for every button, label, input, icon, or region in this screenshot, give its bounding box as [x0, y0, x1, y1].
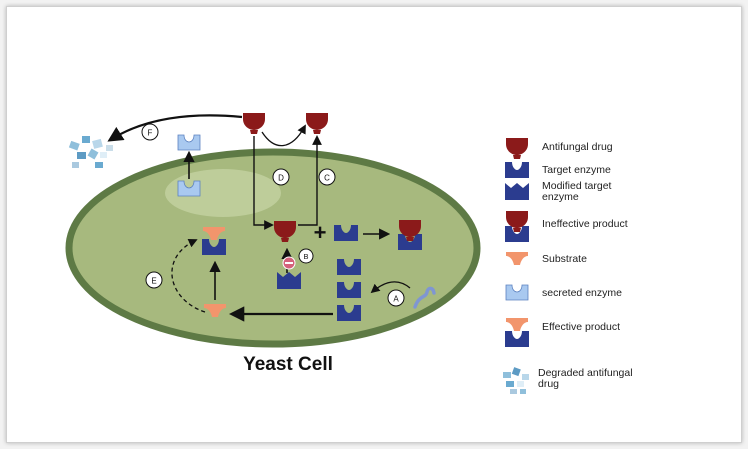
drug-entry-path	[253, 136, 274, 230]
legend-label: Substrate	[542, 253, 587, 265]
degraded-drug-cluster-icon	[68, 136, 113, 168]
target-enzyme-icon	[505, 162, 529, 178]
overexpression-arrow	[370, 281, 411, 294]
step-e-label: E	[151, 277, 156, 286]
step-a-circle	[387, 289, 405, 307]
drug-outside-left-icon	[243, 113, 265, 134]
legend-item-effective-product: Effective product	[505, 318, 620, 347]
legend-item-substrate: Substrate	[506, 252, 587, 265]
step-c-label: C	[324, 174, 330, 183]
drug-outside-right-icon	[306, 113, 328, 134]
legend-item-secreted-enzyme: secreted enzyme	[505, 284, 622, 301]
legend-label: Antifungal drug	[542, 141, 613, 153]
modified-target-enzyme-icon	[505, 183, 529, 200]
inhibition-icon	[282, 256, 296, 270]
cell-title: Yeast Cell	[243, 354, 333, 375]
step-d-label: D	[278, 174, 284, 183]
gene-strand-icon	[413, 286, 436, 309]
legend-item-target-enzyme: Target enzyme	[505, 162, 611, 178]
step-c-circle	[318, 168, 336, 186]
step-e-circle	[145, 271, 163, 289]
drug-efflux-path	[298, 135, 322, 226]
substrate-recycle-arrow	[171, 239, 206, 313]
step-b-label: B	[303, 252, 308, 261]
degraded-drug-icon	[503, 367, 529, 394]
secreted-enzyme-outside-icon	[177, 134, 201, 151]
ineffective-product-cell-icon	[398, 220, 422, 250]
plus-sign: +	[314, 220, 327, 245]
step-a-label: A	[393, 295, 399, 304]
step-b-circle	[298, 248, 314, 264]
drug-transfer-arrow	[261, 124, 306, 147]
secreted-enzyme-icon	[505, 284, 529, 301]
legend-item-ineffective-product: Ineffective product	[505, 211, 628, 242]
legend-label: Target enzyme	[542, 164, 611, 176]
step-f-circle	[141, 123, 159, 141]
effective-product-icon	[505, 318, 529, 347]
antifungal-drug-icon	[506, 138, 528, 159]
legend-label: Effective product	[542, 321, 620, 333]
legend-label: Ineffective product	[542, 218, 628, 230]
degradation-arrow	[107, 114, 243, 142]
legend-label: secreted enzyme	[542, 287, 622, 299]
legend: Antifungal drug Target enzyme Modified t…	[503, 138, 633, 394]
step-d-circle	[272, 168, 290, 186]
ineffective-product-icon	[505, 211, 529, 242]
legend-item-antifungal-drug: Antifungal drug	[506, 138, 613, 159]
step-f-label: F	[148, 129, 153, 138]
substrate-icon	[506, 252, 528, 265]
